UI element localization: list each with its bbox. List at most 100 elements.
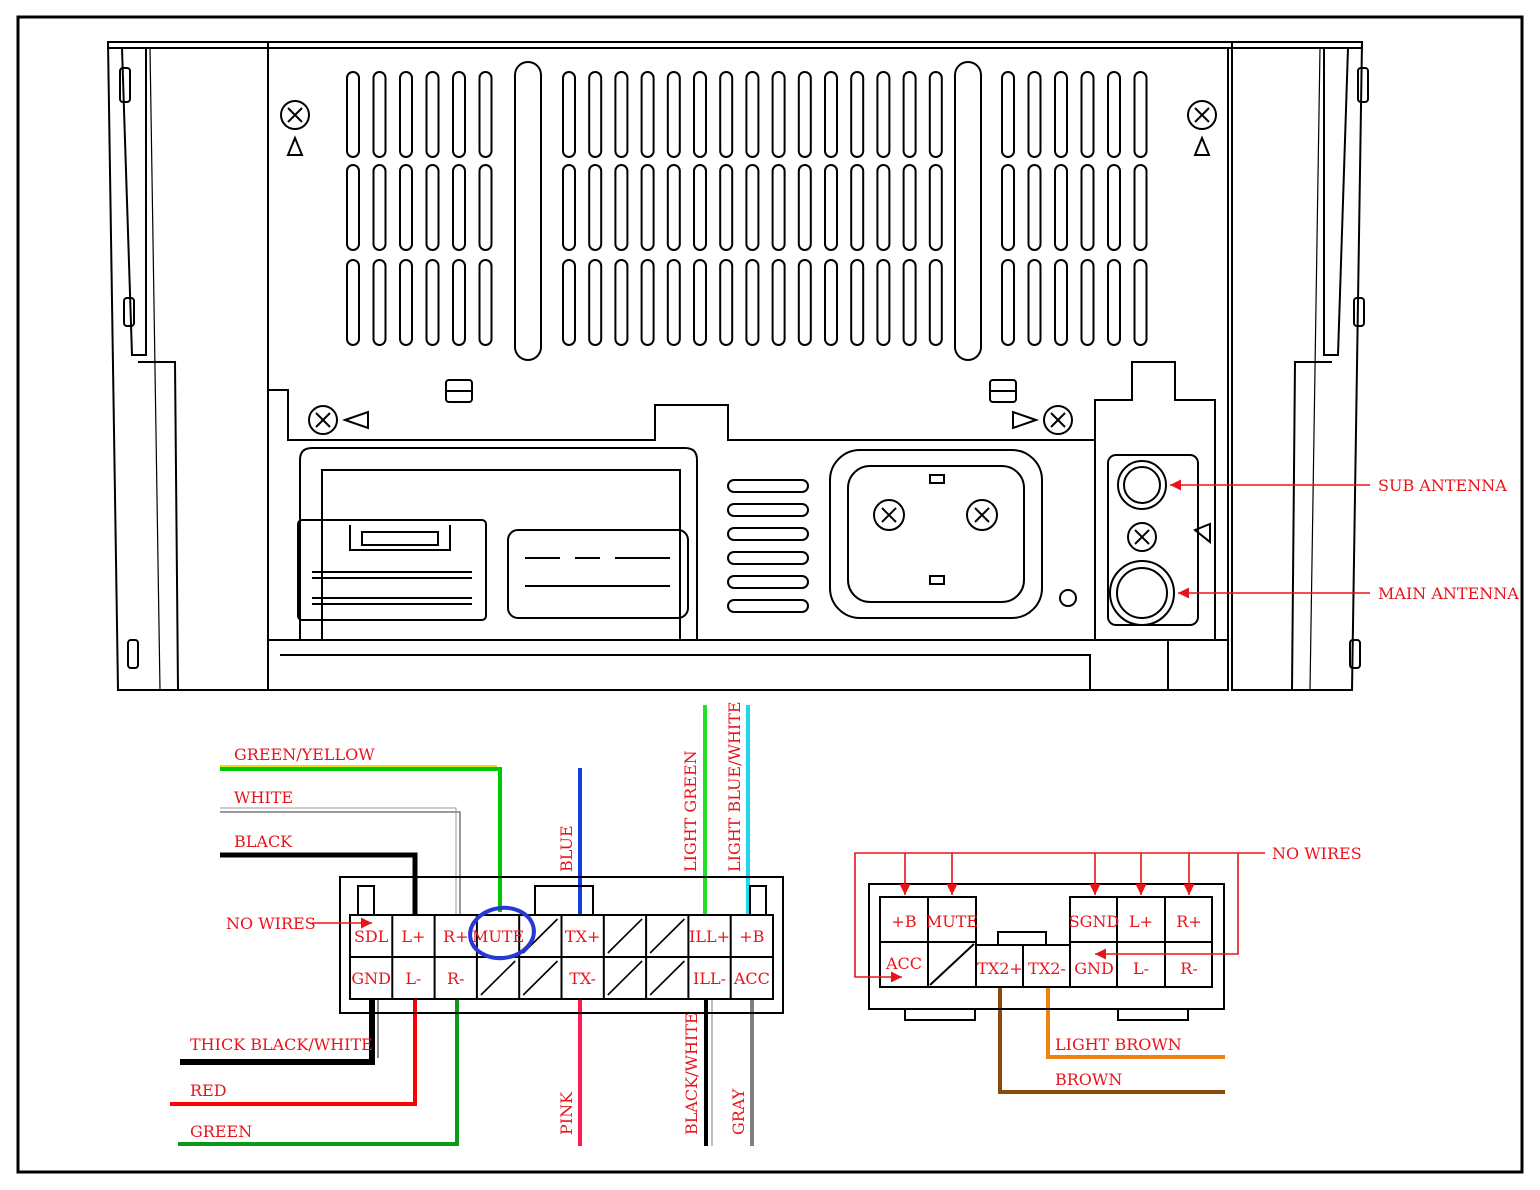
vent-slot xyxy=(693,259,707,346)
empty-pin-slash xyxy=(649,918,685,954)
antenna-callouts: SUB ANTENNA MAIN ANTENNA xyxy=(1170,476,1519,603)
vent-slot xyxy=(797,164,812,251)
empty-pin-slash xyxy=(649,960,685,996)
empty-pin-slash xyxy=(607,960,643,996)
main-antenna-label: MAIN ANTENNA xyxy=(1378,584,1519,603)
vent-slot xyxy=(1001,164,1015,251)
vent-slot xyxy=(719,71,734,158)
vent-slot xyxy=(425,259,440,346)
vent-slot xyxy=(562,71,576,158)
connector-b-no-wires-bus xyxy=(854,852,1265,983)
wire-label-white: WHITE xyxy=(234,788,293,807)
vent-slot xyxy=(745,71,760,158)
screw-icon xyxy=(280,100,310,156)
vent-slot xyxy=(1027,164,1042,251)
diagram-border xyxy=(16,15,1524,1174)
vent-slot xyxy=(614,71,629,158)
vent-slot xyxy=(1054,71,1068,158)
vent-slot xyxy=(1054,164,1068,251)
vent-slot xyxy=(478,164,493,251)
screw-icon xyxy=(1187,100,1217,156)
screw-icon xyxy=(873,499,905,531)
vent-slot xyxy=(346,71,360,158)
vent-slot xyxy=(1107,164,1121,251)
wire-label-no-wires-b: NO WIRES xyxy=(1272,844,1362,863)
vent-slot xyxy=(693,71,707,158)
vertical-slot-right xyxy=(954,61,982,361)
wire-label-green: GREEN xyxy=(190,1122,252,1141)
screws xyxy=(280,100,1217,552)
vent-slot xyxy=(588,164,603,251)
pin-label: GND xyxy=(351,969,391,988)
vent-slot xyxy=(614,259,629,346)
vent-slot xyxy=(640,71,655,158)
pin-b-l-plus: L+ xyxy=(1129,912,1153,931)
vent-slot xyxy=(1080,71,1095,158)
power-socket xyxy=(829,449,1043,619)
vent-slot xyxy=(850,71,865,158)
pin-label: L- xyxy=(405,969,421,988)
pin-b-gnd: GND xyxy=(1074,959,1114,978)
vent-slot xyxy=(452,71,466,158)
vent-slots xyxy=(346,71,1148,346)
vent-slot xyxy=(771,164,786,251)
sub-antenna-jack xyxy=(1117,460,1167,510)
vent-slot xyxy=(640,259,655,346)
pin-b-l-minus: L- xyxy=(1133,959,1149,978)
vent-slot xyxy=(850,164,865,251)
main-antenna-jack xyxy=(1109,560,1175,626)
connector-socket-b xyxy=(507,529,689,619)
wire-label-black: BLACK xyxy=(234,832,293,851)
vent-slot xyxy=(478,259,493,346)
wire-label-red: RED xyxy=(190,1081,227,1100)
pin-label: R+ xyxy=(443,927,468,946)
vent-slot xyxy=(745,259,760,346)
screw-icon xyxy=(1012,405,1073,435)
vent-slot xyxy=(824,164,838,251)
wire-label-blue: BLUE xyxy=(557,825,576,872)
pin-label: ACC xyxy=(733,969,770,988)
vent-slot xyxy=(1027,259,1042,346)
sub-antenna-label: SUB ANTENNA xyxy=(1378,476,1507,495)
vent-slot xyxy=(771,259,786,346)
wire-label-gray: GRAY xyxy=(729,1088,748,1135)
unit-connectors xyxy=(297,447,1199,640)
wire-label-thick-black-white: THICK BLACK/WHITE xyxy=(190,1035,373,1054)
radio-unit-drawing xyxy=(107,41,1369,691)
vertical-slot-left xyxy=(514,61,542,361)
empty-pin-slash xyxy=(607,918,643,954)
vent-slot xyxy=(452,259,466,346)
vent-slot xyxy=(797,71,812,158)
vent-slot xyxy=(452,164,466,251)
vent-slot xyxy=(425,164,440,251)
vent-slot xyxy=(346,259,360,346)
vent-slot xyxy=(346,164,360,251)
vent-slot xyxy=(399,71,413,158)
pin-label: L+ xyxy=(401,927,425,946)
vent-slot xyxy=(693,164,707,251)
vent-slot xyxy=(666,259,681,346)
vent-slot xyxy=(902,259,917,346)
pin-label: TX+ xyxy=(565,927,600,946)
pin-b-r-minus: R- xyxy=(1180,959,1197,978)
vent-slot xyxy=(876,71,891,158)
chassis xyxy=(267,47,1229,691)
vent-slot xyxy=(399,164,413,251)
pin-b-tx2-minus: TX2- xyxy=(1028,959,1066,978)
vent-slot xyxy=(562,259,576,346)
vent-slot xyxy=(1107,259,1121,346)
pin-label: TX- xyxy=(569,969,596,988)
vent-slot xyxy=(562,164,576,251)
vent-slot xyxy=(850,259,865,346)
vent-slot xyxy=(640,164,655,251)
empty-pin-slash xyxy=(522,960,559,996)
vent-slot xyxy=(372,71,387,158)
vent-slot xyxy=(666,164,681,251)
pin-label: ILL- xyxy=(693,969,726,988)
empty-pin-slash xyxy=(480,960,516,996)
vent-slot xyxy=(928,71,943,158)
pin-label: SDL xyxy=(354,927,389,946)
vent-slot xyxy=(771,71,786,158)
vent-slot xyxy=(399,259,413,346)
vent-slot xyxy=(1107,71,1121,158)
